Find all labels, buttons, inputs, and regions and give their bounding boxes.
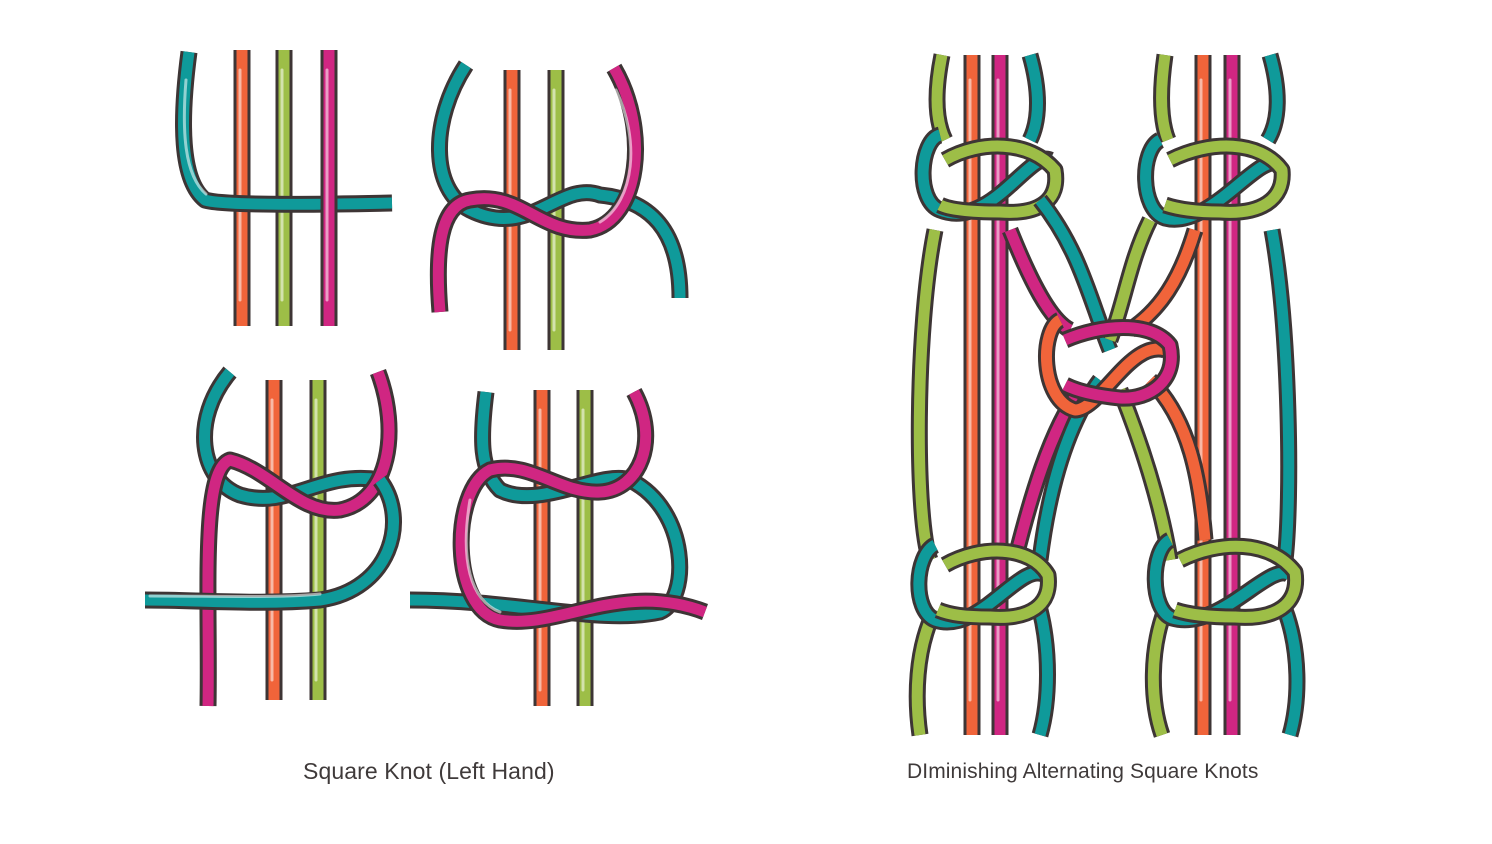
- square-knot-step-2: [429, 60, 689, 350]
- square-knot-step-1: [175, 50, 393, 326]
- square-knot-step-4: [409, 387, 708, 706]
- alternating-square-knots-diagram: [908, 52, 1306, 738]
- alternating-knots-caption: DIminishing Alternating Square Knots: [907, 760, 1259, 783]
- square-knot-caption: Square Knot (Left Hand): [303, 758, 555, 784]
- square-knot-step-3: [144, 366, 402, 707]
